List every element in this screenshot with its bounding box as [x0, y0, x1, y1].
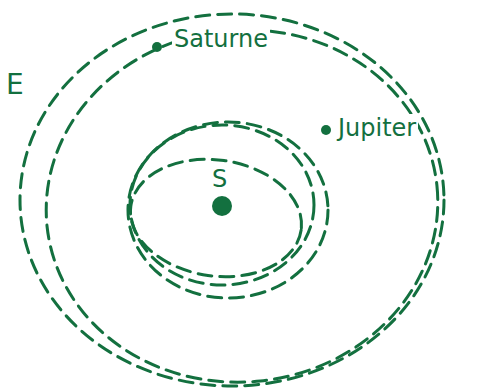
inner-orbit: [123, 149, 309, 288]
saturn-dot: [152, 42, 162, 52]
planet-label: Saturne: [172, 25, 270, 53]
planet-label-wrap: Saturne: [172, 26, 270, 52]
inner-orbit: [128, 122, 328, 298]
outer-orbit: [20, 14, 444, 386]
sun-label-wrap: S: [210, 166, 229, 192]
planet-label-wrap: Jupiter: [336, 115, 418, 141]
sun-dot: [212, 196, 232, 216]
outer-orbit: [29, 10, 456, 391]
planet-label: Jupiter: [336, 114, 418, 142]
jupiter-dot: [321, 125, 331, 135]
orbit-label-wrap: E: [4, 70, 26, 101]
sun-label: S: [210, 165, 229, 193]
orbit-label: E: [4, 68, 26, 101]
